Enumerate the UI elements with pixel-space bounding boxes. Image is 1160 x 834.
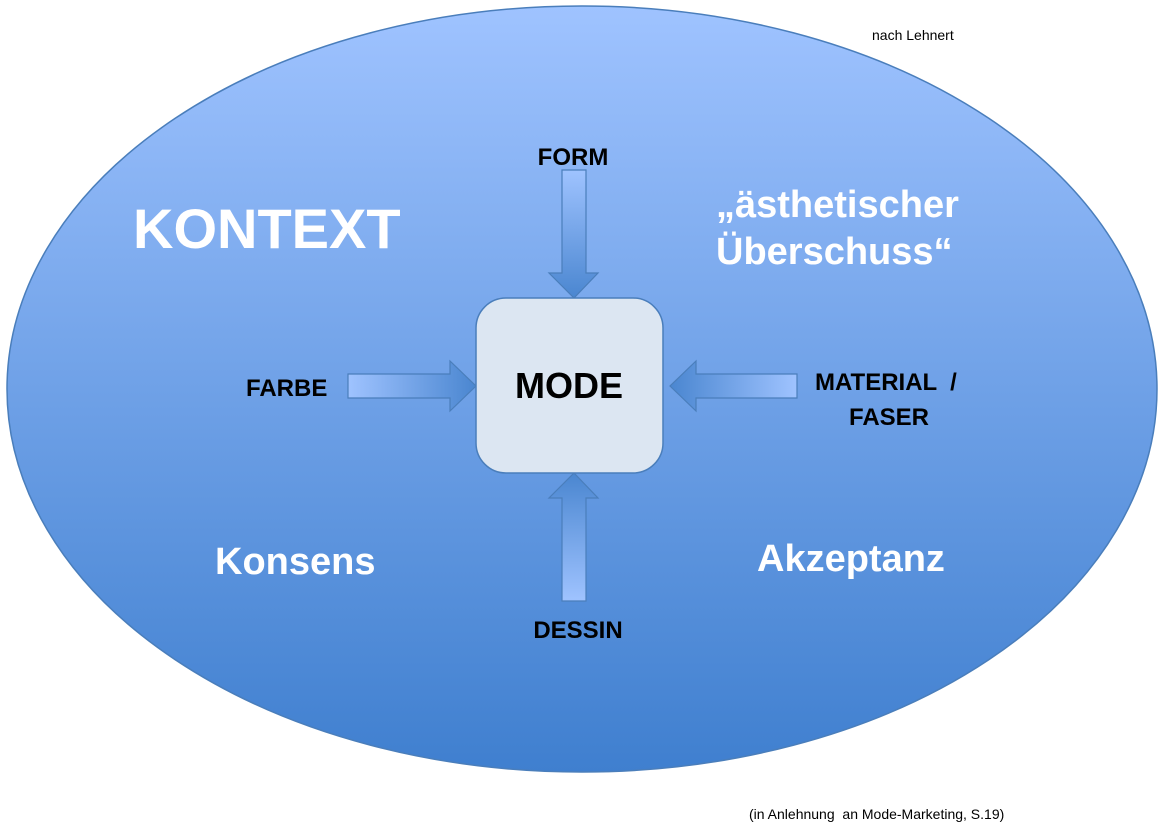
farbe-label: FARBE	[246, 375, 327, 402]
material-label: MATERIAL /	[815, 369, 957, 396]
arrow-up-icon	[547, 472, 600, 602]
form-label: FORM	[538, 144, 609, 171]
faser-label: FASER	[849, 404, 929, 431]
citation: (in Anlehnung an Mode-Marketing, S.19)	[749, 806, 1004, 822]
acceptance-label: Akzeptanz	[757, 538, 945, 580]
mode-label: MODE	[515, 365, 623, 406]
arrow-left-icon	[669, 359, 798, 413]
source-note: nach Lehnert	[872, 27, 954, 43]
dessin-label: DESSIN	[533, 617, 622, 644]
context-label: KONTEXT	[133, 197, 401, 260]
aesthetic-line1: „ästhetischer	[716, 184, 959, 226]
aesthetic-line2: Überschuss“	[716, 230, 953, 273]
arrow-right-icon	[347, 359, 477, 413]
consensus-label: Konsens	[215, 541, 375, 583]
mode-box	[475, 297, 664, 474]
arrow-down-icon	[547, 169, 600, 299]
